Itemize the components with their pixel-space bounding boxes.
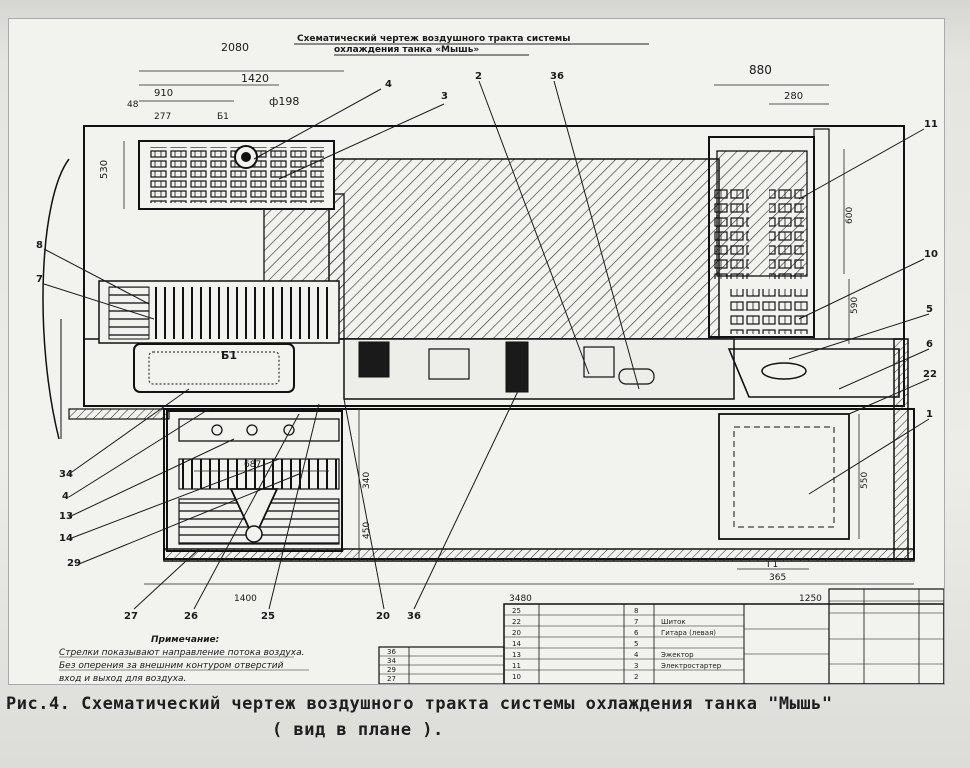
spec-text: Эжектор (661, 651, 694, 659)
spec-row: 20 (512, 629, 521, 637)
hull-outline (42, 125, 915, 562)
callout: 8 (36, 240, 43, 251)
dim-280: 280 (784, 91, 803, 102)
dim-880: 880 (749, 63, 772, 77)
dim-530: 530 (99, 160, 110, 179)
dimension-texts: 2080 1420 910 277 48 ф198 530 880 280 34… (99, 41, 870, 604)
callout: 36 (550, 71, 564, 82)
callout: 26 (184, 611, 198, 622)
callout: 4 (62, 491, 69, 502)
leader-lines (43, 80, 930, 610)
spec-row: 29 (387, 666, 396, 674)
notes-title: Примечание: (151, 635, 219, 645)
caption-line-1: Рис.4. Схематический чертеж воздушного т… (6, 694, 833, 714)
header-line-1: Схематический чертеж воздушного тракта с… (297, 34, 570, 44)
lower-left-block (166, 410, 343, 552)
label-g1: Г1 (767, 560, 778, 570)
callout: 2 (475, 71, 482, 82)
callout: 29 (67, 558, 81, 569)
dim-365: 365 (769, 573, 786, 583)
callout: 20 (376, 611, 390, 622)
callout: 25 (261, 611, 275, 622)
dim-3480: 3480 (509, 594, 532, 604)
spec-row: 3 (634, 662, 638, 670)
spec-row: 22 (512, 618, 521, 626)
drawing-sheet: Схематический чертеж воздушного тракта с… (8, 18, 945, 685)
dim-198: ф198 (269, 95, 299, 108)
label-b1: Б1 (221, 349, 237, 362)
label-b1-top: Б1 (217, 112, 229, 122)
header-line-2: охлаждения танка «Мышь» (334, 45, 479, 55)
radiator-right (708, 128, 830, 340)
dim-600: 600 (845, 207, 855, 224)
ducts-and-fans (133, 341, 900, 540)
spec-row: 14 (512, 640, 521, 648)
spec-row: 2 (634, 673, 638, 681)
dim-1400: 1400 (234, 594, 257, 604)
spec-row: 4 (634, 651, 639, 659)
callout: 4 (385, 79, 392, 90)
spec-table-text: 36 34 29 27 25 22 20 14 13 11 10 8 7 6 5… (387, 607, 722, 683)
callout: 13 (59, 511, 73, 522)
caption-line-2: ( вид в плане ). (272, 720, 444, 740)
dim-910: 910 (154, 88, 173, 99)
dim-1420: 1420 (241, 72, 269, 85)
callout: 5 (926, 304, 933, 315)
spec-row: 11 (512, 662, 521, 670)
spec-row: 36 (387, 648, 396, 656)
spec-row: 5 (634, 640, 638, 648)
callout: 36 (407, 611, 421, 622)
sheet-header: Схематический чертеж воздушного тракта с… (294, 34, 649, 56)
dimension-lines (123, 70, 914, 585)
dim-48: 48 (127, 100, 139, 110)
notes-line: вход и выход для воздуха. (59, 674, 186, 684)
callout: 11 (924, 119, 938, 130)
callout: 22 (923, 369, 937, 380)
notes-line: Без оперения за внешним контуром отверст… (59, 661, 284, 671)
radiator-top-left (138, 140, 335, 210)
callout: 10 (924, 249, 938, 260)
spec-row: 8 (634, 607, 638, 615)
spec-row: 10 (512, 673, 521, 681)
spec-row: 6 (634, 629, 639, 637)
notes-block: Примечание: Стрелки показывают направлен… (59, 635, 309, 684)
callout: 3 (441, 91, 448, 102)
dim-687: 687 (244, 460, 261, 470)
spec-row: 13 (512, 651, 521, 659)
spec-row: 25 (512, 607, 521, 615)
callout: 6 (926, 339, 933, 350)
spec-row: 7 (634, 618, 638, 626)
callout: 34 (59, 469, 73, 480)
dim-277: 277 (154, 112, 171, 122)
spec-text: Гитара (левая) (661, 629, 716, 637)
dim-590: 590 (850, 297, 860, 314)
callout: 14 (59, 533, 73, 544)
callout: 27 (124, 611, 138, 622)
notes-line: Стрелки показывают направление потока во… (59, 648, 304, 658)
dim-450: 450 (362, 522, 372, 539)
callout-numbers: 4 3 2 36 11 10 5 6 22 1 8 7 34 4 13 14 2… (36, 71, 938, 622)
spec-text: Электростартер (661, 662, 722, 670)
spec-text: Шиток (661, 618, 686, 626)
spec-row: 34 (387, 657, 396, 665)
figure-caption: Рис.4. Схематический чертеж воздушного т… (0, 688, 970, 768)
dim-340: 340 (362, 472, 372, 489)
technical-drawing: Схематический чертеж воздушного тракта с… (36, 34, 945, 685)
dim-2080: 2080 (221, 41, 249, 54)
radiator-mid-left (98, 280, 340, 344)
dim-550: 550 (860, 472, 870, 489)
spec-row: 27 (387, 675, 396, 683)
callout: 7 (36, 274, 43, 285)
dim-1250: 1250 (799, 594, 822, 604)
callout: 1 (926, 409, 933, 420)
